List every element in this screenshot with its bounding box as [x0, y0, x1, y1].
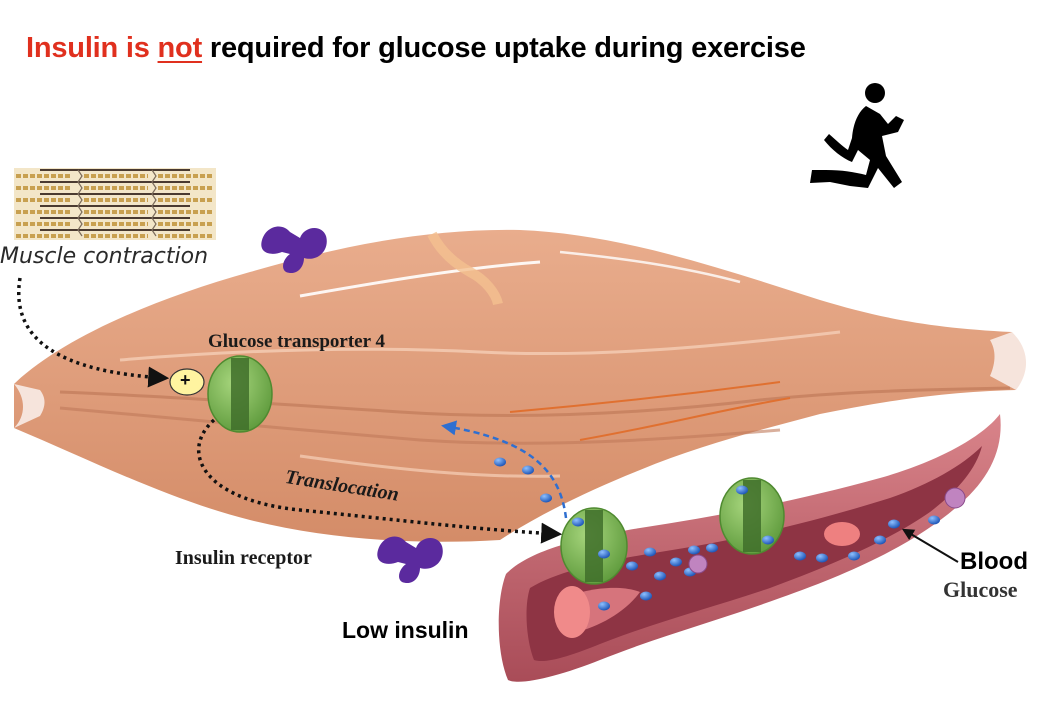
title-part1: Insulin is: [26, 32, 150, 64]
translocation-arrow: [197, 418, 563, 544]
stimulation-marker: [169, 368, 205, 396]
blood-cell: [688, 487, 966, 574]
insulin-receptor-icon: [261, 226, 327, 274]
insulin-receptor-label: Insulin receptor: [175, 547, 312, 569]
glucose-label: Glucose: [943, 577, 1018, 602]
glut4-label: Glucose transporter 4: [208, 331, 385, 352]
glucose-molecule-icon: [494, 457, 940, 611]
muscle-contraction-label: Muscle contraction: [0, 244, 209, 269]
plus-sign: +: [180, 370, 191, 390]
blood-glucose-pointer: [901, 528, 959, 563]
insulin-receptor-icon: [377, 536, 443, 584]
glut4-transporter-icon: [207, 355, 273, 433]
low-insulin-label: Low insulin: [342, 617, 469, 643]
glut4-transporter-icon: [719, 477, 785, 555]
page-title: Insulin is not required for glucose upta…: [26, 32, 806, 65]
title-part2: required for glucose uptake during exerc…: [209, 32, 806, 64]
blood-label: Blood: [960, 548, 1028, 575]
contraction-arrow: [17, 277, 170, 388]
glut4-transporter-icon: [560, 507, 628, 585]
title-emphasis: not: [157, 32, 203, 64]
muscle-fiber: [14, 229, 1027, 542]
runner-icon: [810, 83, 904, 188]
myofibril-icon: [14, 168, 216, 240]
